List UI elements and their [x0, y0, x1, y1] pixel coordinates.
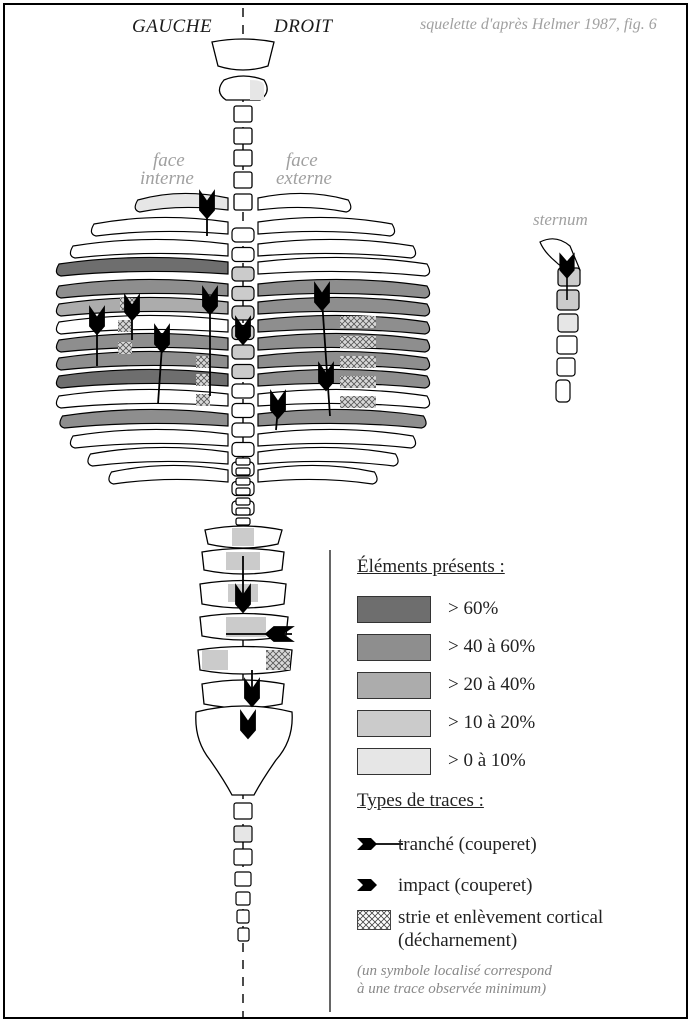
- swatch-label-10-20: > 10 à 20%: [448, 712, 535, 734]
- thoracic-vertebra-small: [236, 488, 250, 495]
- thoracic-vertebra: [232, 384, 254, 398]
- strie-label: strie et enlèvement cortical: [398, 906, 603, 929]
- strie-mark: [196, 394, 210, 406]
- thoracic-vertebra-small: [236, 518, 250, 525]
- swatch-label-gt60: > 60%: [448, 598, 498, 620]
- thoracic-vertebra: [232, 365, 254, 379]
- rib-left: [70, 239, 228, 258]
- strie-mark: [340, 376, 376, 388]
- tranche-label: tranché (couperet): [398, 833, 537, 856]
- lumbar-vertebrae: [196, 526, 292, 795]
- strie-mark: [340, 396, 376, 408]
- swatch-0-10: [357, 748, 431, 775]
- swatch-label-40-60: > 40 à 60%: [448, 636, 535, 658]
- tranche-icon: [357, 836, 403, 852]
- rib-left: [109, 465, 228, 484]
- strie-mark: [340, 336, 376, 348]
- strie-mark: [340, 316, 376, 328]
- thoracic-vertebra-small: [236, 508, 250, 515]
- swatch-10-20: [357, 710, 431, 737]
- thoracic-vertebra: [232, 267, 254, 281]
- strie-mark: [196, 356, 210, 368]
- sternum-label: sternum: [533, 210, 588, 230]
- rib-left: [56, 315, 228, 334]
- rib-right: [258, 193, 351, 212]
- rib-right: [258, 217, 395, 236]
- swatch-label-20-40: > 20 à 40%: [448, 674, 535, 696]
- rib-right: [258, 257, 430, 276]
- impact-label: impact (couperet): [398, 874, 533, 897]
- rib-right: [258, 447, 398, 466]
- rib-left: [60, 409, 228, 428]
- legend-note-2: à une trace observée minimum): [357, 980, 546, 998]
- thoracic-vertebra: [232, 423, 254, 437]
- swatch-label-0-10: > 0 à 10%: [448, 750, 526, 772]
- rib-left: [70, 429, 228, 448]
- right-side-label: DROIT: [274, 16, 332, 38]
- strie-mark: [118, 320, 132, 332]
- source-caption: squelette d'après Helmer 1987, fig. 6: [420, 16, 657, 34]
- rib-right: [258, 297, 430, 316]
- thoracic-vertebrae: [232, 228, 254, 525]
- thoracic-vertebra: [232, 248, 254, 262]
- swatch-40-60: [357, 634, 431, 661]
- left-side-label: GAUCHE: [132, 16, 212, 38]
- thoracic-vertebra: [232, 404, 254, 418]
- ribs-right: [258, 193, 430, 484]
- strie-mark: [118, 342, 132, 354]
- strie-mark: [340, 356, 376, 368]
- sternum-bones: [540, 239, 580, 402]
- rib-right: [258, 465, 377, 484]
- legend: Éléments présents : > 60% > 40 à 60% > 2…: [330, 550, 685, 1022]
- impact-icon: [357, 877, 383, 893]
- strie-hatch-icon: [357, 910, 391, 930]
- thoracic-vertebra: [232, 443, 254, 457]
- rib-right: [258, 279, 430, 298]
- legend-traces-title: Types de traces :: [357, 790, 484, 812]
- ribs-left: [56, 193, 228, 484]
- thoracic-vertebra-small: [236, 468, 250, 475]
- legend-note-1: (un symbole localisé correspond: [357, 962, 552, 980]
- swatch-gt60: [357, 596, 431, 623]
- rib-right: [258, 239, 416, 258]
- legend-elements-title: Éléments présents :: [357, 556, 505, 578]
- thoracic-vertebra-small: [236, 458, 250, 465]
- strie-mark: [196, 374, 210, 386]
- rib-left: [56, 257, 228, 276]
- face-externe-line2: externe: [276, 168, 332, 190]
- thoracic-vertebra-small: [236, 478, 250, 485]
- rib-right: [258, 429, 416, 448]
- rib-left: [56, 333, 228, 352]
- strie-label-2: (décharnement): [398, 929, 517, 952]
- thoracic-vertebra: [232, 287, 254, 301]
- thoracic-vertebra: [232, 345, 254, 359]
- caudal-vertebrae: [234, 803, 252, 941]
- cervical-vertebrae: [212, 39, 274, 210]
- thoracic-vertebra: [232, 228, 254, 242]
- face-interne-line2: interne: [140, 168, 194, 190]
- rib-left: [88, 447, 228, 466]
- thoracic-vertebra-small: [236, 498, 250, 505]
- swatch-20-40: [357, 672, 431, 699]
